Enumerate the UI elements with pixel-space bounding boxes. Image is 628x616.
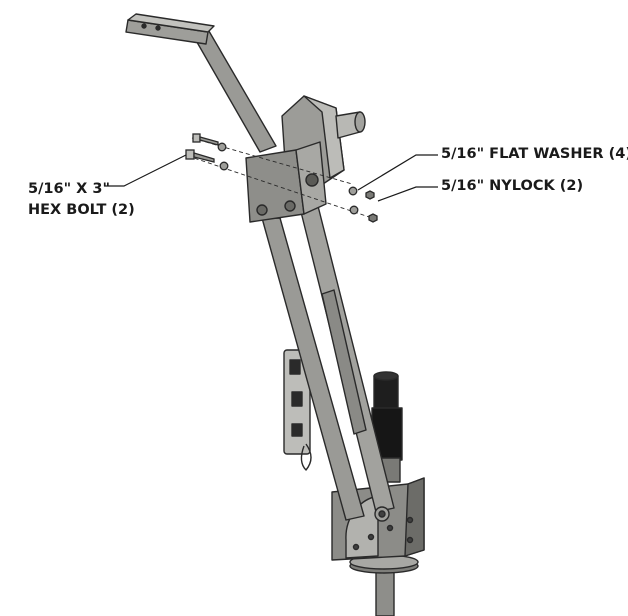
arm-end-cap bbox=[125, 13, 215, 45]
nylock-label: 5/16" NYLOCK (2) bbox=[441, 178, 584, 194]
lower-pivot-bolt bbox=[374, 506, 390, 522]
hex-bolt-upper bbox=[192, 133, 219, 146]
leader-line-hex-bolt bbox=[104, 154, 187, 187]
exploded-hardware bbox=[185, 133, 379, 223]
flat-washer-label: 5/16" FLAT WASHER (4) bbox=[441, 146, 628, 162]
bolt-axis-line-lower bbox=[187, 155, 379, 221]
base-post bbox=[349, 554, 419, 616]
hex-bolt-size-label: 5/16" X 3" bbox=[28, 181, 111, 197]
leader-line-nylock bbox=[377, 186, 438, 202]
hex-bolt-qty-label: HEX BOLT (2) bbox=[28, 202, 135, 218]
upper-arm bbox=[189, 25, 277, 153]
nylock-nut-lower bbox=[368, 213, 378, 223]
leader-line-flat-washer bbox=[357, 154, 438, 191]
clamp-block bbox=[245, 141, 327, 223]
hex-bolt-lower bbox=[185, 149, 215, 163]
boom-brace bbox=[321, 289, 367, 435]
nylock-nut-upper bbox=[365, 190, 375, 200]
hand-controller bbox=[283, 349, 312, 471]
flat-washer-2 bbox=[219, 161, 229, 171]
flat-washer-3 bbox=[348, 186, 358, 196]
flat-washer-4 bbox=[349, 205, 359, 215]
flat-washer-1 bbox=[217, 142, 227, 152]
leader-lines bbox=[104, 154, 438, 202]
